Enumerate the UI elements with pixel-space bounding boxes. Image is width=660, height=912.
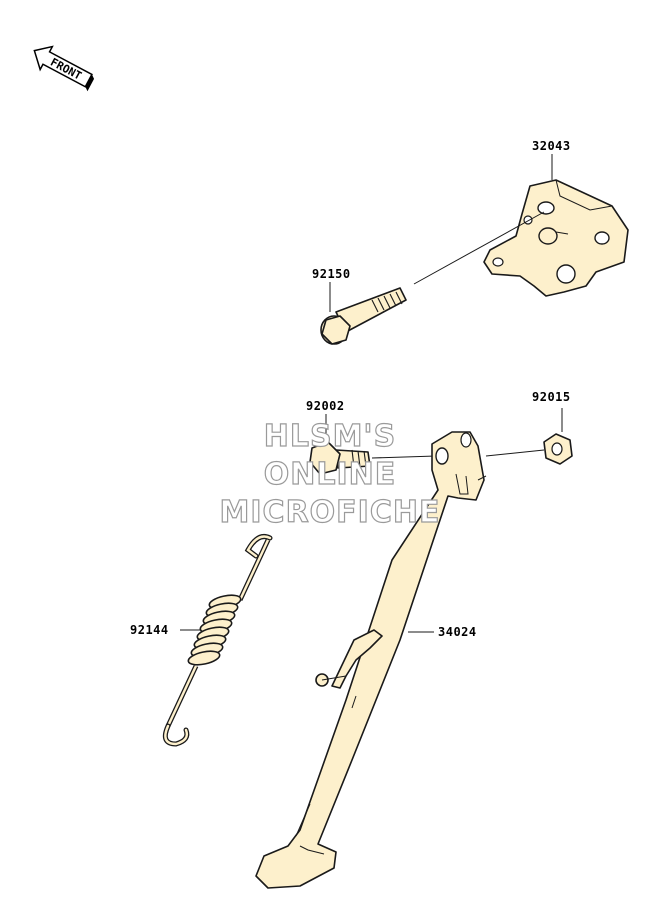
watermark-line-1: HLSM'S — [264, 419, 396, 454]
leader-bolt-to-stand — [371, 455, 437, 459]
label-34024: 34024 — [438, 625, 477, 639]
nut-92015 — [543, 433, 573, 465]
bolt-92150 — [320, 287, 407, 345]
front-arrow: FRONT — [33, 45, 95, 92]
watermark-line-3: MICROFICHE — [220, 495, 441, 530]
front-arrow-label: FRONT — [48, 56, 84, 83]
spring-coils — [187, 594, 242, 666]
leader-stand-to-nut — [485, 449, 545, 457]
watermark-line-2: ONLINE — [264, 457, 397, 492]
label-92015: 92015 — [532, 390, 571, 404]
bolt-92002 — [309, 441, 371, 475]
spring-92144 — [162, 534, 273, 747]
bracket-32043 — [483, 179, 629, 297]
label-92144: 92144 — [130, 623, 169, 637]
label-92002: 92002 — [306, 399, 345, 413]
label-32043: 32043 — [532, 139, 571, 153]
side-stand-34024 — [255, 431, 487, 889]
leader-bolt-to-bracket — [413, 211, 545, 285]
label-92150: 92150 — [312, 267, 351, 281]
watermark: HLSM'S ONLINE MICROFICHE — [219, 418, 441, 530]
